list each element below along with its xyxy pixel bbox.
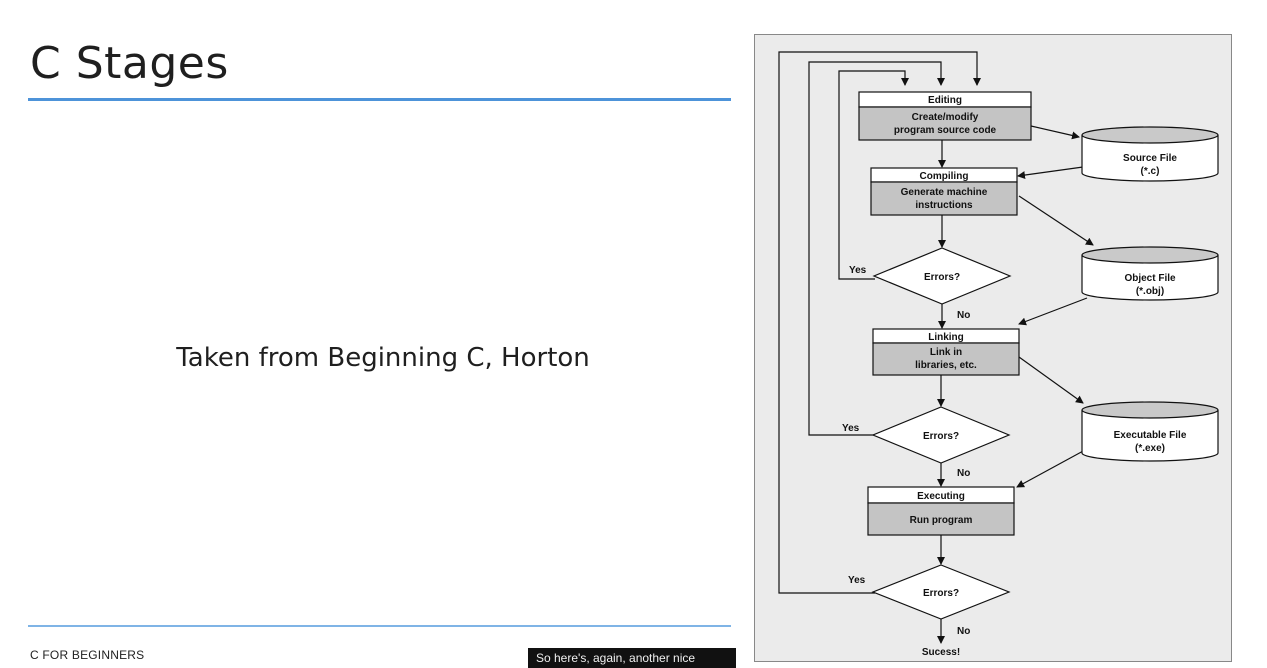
object-file-cylinder: Object File (*.obj) [1081, 246, 1219, 301]
flowchart-figure: Editing Create/modify program source cod… [754, 34, 1232, 662]
video-subtitle: So here's, again, another nice [528, 648, 736, 668]
executable-file-line1: Executable File [1114, 430, 1187, 441]
title-underline [28, 98, 731, 101]
editing-box: Editing Create/modify program source cod… [858, 91, 1032, 141]
editing-line2: program source code [894, 125, 997, 136]
executable-file-cylinder: Executable File (*.exe) [1081, 401, 1219, 462]
compiling-box: Compiling Generate machine instructions [870, 167, 1018, 216]
linking-header: Linking [928, 332, 964, 343]
yes-label-1: Yes [849, 265, 867, 276]
compiling-header: Compiling [920, 171, 969, 182]
source-file-line1: Source File [1123, 153, 1177, 164]
yes-label-2: Yes [842, 423, 860, 434]
source-file-line2: (*.c) [1141, 166, 1160, 177]
flow-arrows [937, 125, 1094, 644]
decision-link: Errors? [871, 406, 1011, 464]
decision-compile: Errors? [872, 247, 1012, 305]
no-label-3: No [957, 626, 970, 637]
footer-text: C FOR BEGINNERS [30, 648, 145, 662]
loop-exec-errors [778, 51, 981, 594]
executing-header: Executing [917, 491, 965, 502]
loop-link-errors [808, 61, 945, 436]
no-label-2: No [957, 468, 970, 479]
errors-label-3: Errors? [923, 588, 959, 599]
slide-caption: Taken from Beginning C, Horton [176, 343, 590, 373]
errors-label-1: Errors? [924, 272, 960, 283]
footer-divider [28, 625, 731, 627]
decision-exec: Errors? [871, 564, 1011, 620]
executing-line1: Run program [910, 515, 973, 526]
editing-header: Editing [928, 95, 962, 106]
object-file-line1: Object File [1124, 273, 1176, 284]
loop-lines [778, 51, 981, 594]
linking-line2: libraries, etc. [915, 360, 977, 371]
executing-box: Executing Run program [867, 486, 1015, 536]
source-file-cylinder: Source File (*.c) [1081, 126, 1219, 182]
object-file-line2: (*.obj) [1136, 286, 1164, 297]
errors-label-2: Errors? [923, 431, 959, 442]
linking-line1: Link in [930, 347, 962, 358]
compiling-line1: Generate machine [901, 187, 988, 198]
yes-label-3: Yes [848, 575, 866, 586]
success-label: Sucess! [922, 647, 960, 658]
executable-file-line2: (*.exe) [1135, 443, 1165, 454]
compiling-line2: instructions [915, 200, 973, 211]
linking-box: Linking Link in libraries, etc. [872, 328, 1020, 376]
page-title: C Stages [30, 38, 229, 89]
editing-line1: Create/modify [912, 112, 979, 123]
loop-compile-errors [838, 70, 909, 280]
no-label-1: No [957, 310, 970, 321]
flowchart-diagram: Editing Create/modify program source cod… [778, 51, 1219, 658]
